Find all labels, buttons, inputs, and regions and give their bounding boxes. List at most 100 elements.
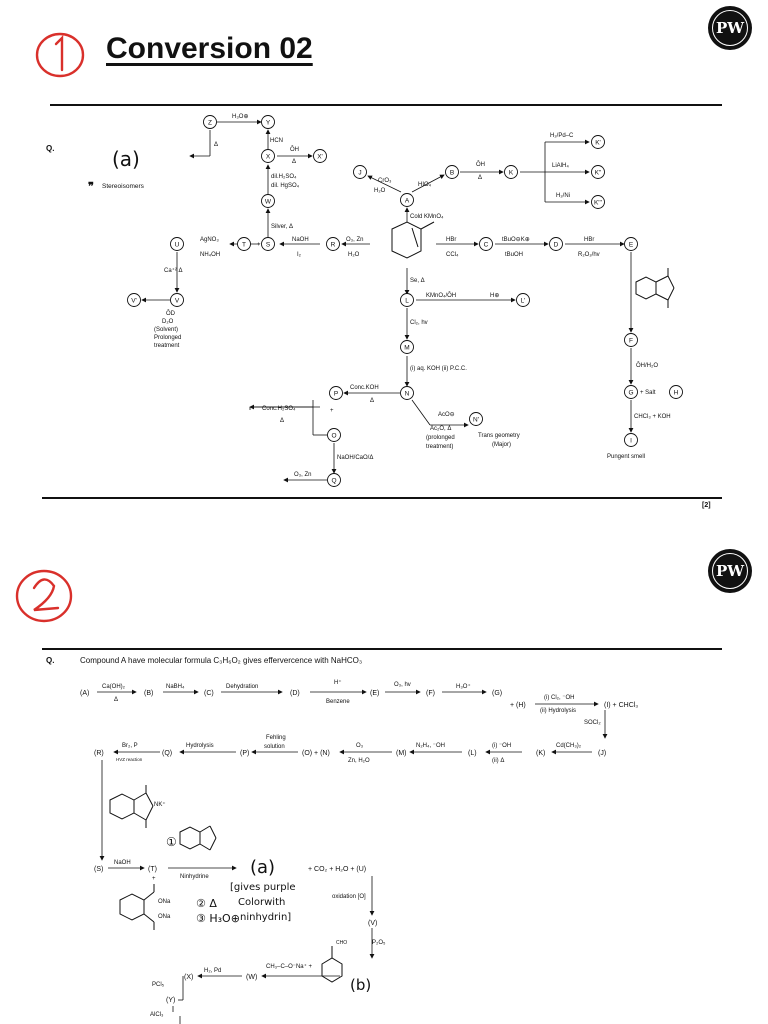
label-row2-socl2: SOCl₂ bbox=[584, 720, 601, 726]
red-digit-2 bbox=[32, 578, 60, 612]
label-row4-cho: CHO bbox=[336, 940, 347, 946]
svg-text:W: W bbox=[265, 199, 272, 206]
phthalimide-structure-2 bbox=[109, 785, 154, 828]
svg-text:G: G bbox=[628, 390, 633, 397]
node-lp: L' bbox=[516, 293, 530, 307]
double-quote-mark: ❞ bbox=[88, 181, 94, 193]
label-row3-K: (K) bbox=[536, 750, 545, 757]
node-y: Y bbox=[261, 115, 275, 129]
node-kpp: K'' bbox=[591, 165, 605, 179]
top-rule-1 bbox=[50, 104, 722, 106]
label-row3-P: (P) bbox=[240, 750, 249, 757]
label-reagents-treatment2: treatment) bbox=[426, 444, 453, 450]
svg-text:Y: Y bbox=[266, 120, 271, 127]
pw-logo-2: PW bbox=[708, 549, 752, 593]
top-rule-2 bbox=[42, 648, 722, 650]
label-row4-T: (T) bbox=[148, 866, 157, 873]
svg-text:K''': K''' bbox=[594, 200, 602, 207]
label-row4-acetate: CH₃–C–O⁻Na⁺ + bbox=[266, 963, 312, 970]
label-reagents-dil_h2so4: dil.H₂SO₄ bbox=[271, 174, 297, 180]
label-reagents-cro3: CrO₃ bbox=[378, 178, 392, 184]
label-reagents-plus: + bbox=[330, 408, 334, 414]
label-row4-W: (W) bbox=[246, 974, 257, 981]
label-reagents-tbuoh: tBuOH bbox=[505, 252, 523, 258]
hand-step2: ② Δ bbox=[196, 897, 217, 910]
node-a: A bbox=[400, 193, 414, 207]
svg-text:K'': K'' bbox=[595, 170, 602, 177]
label-row3-hvz: HVZ reaction bbox=[116, 757, 143, 762]
label-reagents-delta_q: Δ bbox=[280, 418, 284, 424]
node-f: F bbox=[624, 333, 638, 347]
label-reagents-delta_b: Δ bbox=[478, 175, 482, 181]
reagent-labels-2: (A)Ca(OH)₂Δ(B)NaBH₄(C)Dehydration(D)H⁺Be… bbox=[80, 679, 638, 1018]
pw-logo: PW bbox=[708, 6, 752, 50]
node-p: P bbox=[329, 386, 343, 400]
label-row1-C: (C) bbox=[204, 690, 214, 697]
svg-text:V': V' bbox=[131, 298, 137, 305]
label-row3-ON: (O) + (N) bbox=[302, 750, 330, 757]
label-row4-rest: + CO₂ + H₂O + (U) bbox=[308, 866, 366, 873]
label-reagents-conc_h2so4: Conc.H₂SO₄ bbox=[262, 406, 296, 412]
label-reagents-h2o_r: H₂O bbox=[348, 252, 360, 258]
label-row4-p2o5: P₂O₅ bbox=[372, 940, 386, 946]
label-reagents-hbr: HBr bbox=[446, 237, 456, 243]
node-h: H bbox=[669, 385, 683, 399]
label-row4-ona1: ONa bbox=[158, 899, 171, 905]
label-reagents-r2o2: R₂O₂/hv bbox=[578, 252, 600, 258]
svg-text:E: E bbox=[629, 242, 634, 249]
hand-step3: ③ H₃O⊕ bbox=[196, 912, 240, 925]
label-reagents-oh_delta: ŌH bbox=[290, 146, 299, 153]
svg-text:A: A bbox=[405, 198, 410, 205]
label-row3-delta_ii: (ii) Δ bbox=[492, 758, 504, 764]
svg-text:X: X bbox=[266, 154, 271, 161]
question-label-1: Q. bbox=[46, 144, 55, 153]
label-reagents-h3o: H₃O⊕ bbox=[232, 114, 248, 120]
label-reagents-dil_hgso4: dil. HgSO₄ bbox=[271, 183, 300, 189]
node-c: C bbox=[479, 237, 493, 251]
label-row3-M: (M) bbox=[396, 750, 407, 757]
methylcyclohexene-structure bbox=[391, 221, 435, 259]
svg-text:J: J bbox=[358, 170, 361, 177]
node-m: M bbox=[400, 340, 414, 354]
hand-note-2: Colorwith bbox=[238, 897, 285, 908]
label-row3-fehling1: Fehling bbox=[266, 735, 286, 741]
label-reagents-delta_p: Δ bbox=[370, 398, 374, 404]
label-row3-J: (J) bbox=[598, 750, 606, 757]
hand-step1: ① bbox=[166, 835, 177, 849]
svg-text:X': X' bbox=[317, 154, 323, 161]
label-row2-plusH: + (H) bbox=[510, 702, 526, 709]
label-reagents-o3zn2: O₃, Zn bbox=[294, 472, 311, 478]
node-g: G bbox=[624, 385, 638, 399]
node-np: N' bbox=[469, 412, 483, 426]
red-digit-1 bbox=[54, 35, 64, 72]
label-reagents-oh_h2o: ŌH/H₂O bbox=[636, 362, 658, 369]
label-reagents-h2pd: H₂/Pd–C bbox=[550, 133, 574, 139]
label-row4-S: (S) bbox=[94, 866, 103, 873]
node-o: O bbox=[327, 428, 341, 442]
page-title: Conversion 02 bbox=[106, 32, 313, 65]
red-circle-1 bbox=[35, 32, 85, 78]
svg-text:R: R bbox=[331, 242, 336, 249]
node-xp: X' bbox=[313, 149, 327, 163]
node-t: T bbox=[237, 237, 251, 251]
svg-text:L': L' bbox=[521, 298, 526, 305]
label-reagents-lialh4: LiAlH₄ bbox=[552, 163, 569, 169]
svg-text:P: P bbox=[334, 391, 338, 398]
label-row4-alcl3: AlCl₃ bbox=[150, 1012, 164, 1018]
label-reagents-pungent: Pungent smell bbox=[607, 454, 645, 460]
label-row2-cl2oh: (i) Cl₂, ⁻OH bbox=[544, 695, 575, 701]
disodium-phthalate-structure bbox=[119, 884, 155, 930]
ninhydrin-structure bbox=[179, 825, 217, 851]
pw-logo-text-2: PW bbox=[715, 562, 745, 580]
label-reagents-delta: Δ bbox=[214, 142, 218, 148]
label-reagents-h2ni: H₂/Ni bbox=[556, 193, 570, 199]
hand-note-3: ninhydrin] bbox=[240, 912, 291, 923]
svg-text:S: S bbox=[266, 242, 271, 249]
label-reagents-i2: I₂ bbox=[297, 252, 302, 258]
label-reagents-hplus: H⊕ bbox=[490, 293, 499, 299]
label-reagents-hcn: HCN bbox=[270, 138, 283, 144]
label-row4-pcl5: PCl₅ bbox=[152, 982, 165, 988]
node-z: Z bbox=[203, 115, 217, 129]
svg-text:T: T bbox=[242, 242, 246, 249]
